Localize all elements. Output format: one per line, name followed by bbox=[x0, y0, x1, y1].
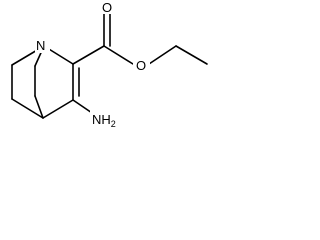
bicyclic-cage-bonds bbox=[11, 45, 74, 119]
double-bond-c7-c8 bbox=[72, 63, 80, 101]
n1-label-background bbox=[35, 37, 50, 53]
chemical-structure: N O O NH2 bbox=[11, 0, 208, 129]
carbonyl-oxygen-label-background bbox=[98, 0, 116, 14]
ester-oxygen-label: O bbox=[136, 58, 146, 73]
ester-group-bonds bbox=[72, 13, 208, 65]
amine-nh-text: NH bbox=[92, 112, 111, 127]
bond-c8-c4 bbox=[42, 99, 74, 119]
bond-ch2-ch3 bbox=[175, 45, 208, 65]
ester-oxygen-label-background bbox=[133, 57, 150, 72]
amine-label: NH2 bbox=[92, 112, 116, 129]
bond-ester-o-ch2 bbox=[148, 45, 177, 65]
bond-c3-c4 bbox=[11, 98, 44, 119]
bond-carbonyl-c-ester-o bbox=[103, 45, 134, 65]
bond-c6-c4 bbox=[34, 95, 44, 119]
bridgehead-nitrogen-label: N bbox=[36, 38, 45, 53]
bond-c7-carbonyl-carbon bbox=[72, 45, 105, 65]
carbonyl-oxygen-label: O bbox=[102, 0, 112, 15]
amine-label-background bbox=[90, 109, 122, 126]
amine-subscript: 2 bbox=[111, 119, 116, 129]
